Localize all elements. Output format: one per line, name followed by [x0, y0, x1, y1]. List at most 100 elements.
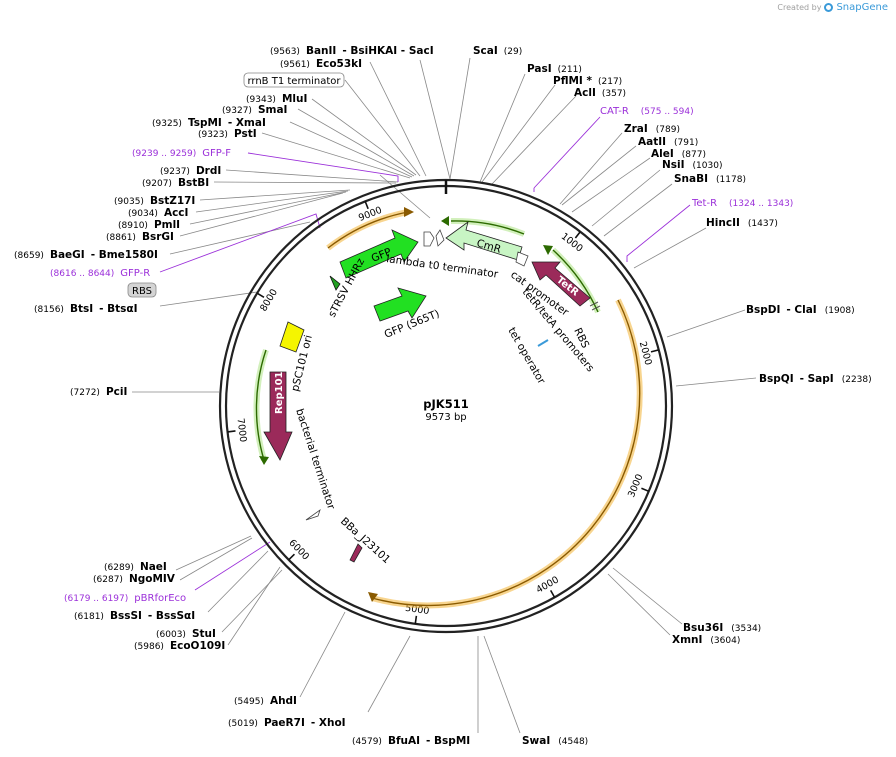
- tick-mark: [364, 201, 369, 210]
- site-acli[interactable]: AclI: [574, 87, 596, 99]
- svg-text:PflMI *(217): PflMI *(217): [553, 75, 622, 87]
- tick-label-1000: 1000: [559, 231, 585, 254]
- site-bstbi[interactable]: BstBI: [178, 177, 209, 189]
- svg-text:(8156)BtsI- BtsαI: (8156) BtsI - BtsαI: [34, 303, 138, 315]
- site-ahdi[interactable]: AhdI: [270, 695, 297, 707]
- site-snabi[interactable]: SnaBI: [674, 173, 708, 185]
- svg-text:(5986)EcoO109I: (5986) EcoO109I: [134, 640, 225, 652]
- site-bspdi[interactable]: BspDI: [746, 304, 780, 316]
- site-zrai[interactable]: ZraI: [624, 123, 648, 135]
- site-labels: (9563)BanII- BsiHKAI - SacI (9561)Eco53k…: [14, 45, 872, 747]
- primer-gfp-f[interactable]: GFP-F: [202, 148, 231, 159]
- tick-label-8000: 8000: [258, 287, 280, 313]
- site-swai[interactable]: SwaI: [522, 735, 550, 747]
- svg-text:SnaBI(1178): SnaBI(1178): [674, 173, 746, 185]
- feature-bba[interactable]: [349, 543, 363, 563]
- svg-text:(6179 .. 6197)pBRforEco: (6179 .. 6197)pBRforEco: [64, 593, 186, 604]
- rbs-boxed-label[interactable]: RBS: [127, 282, 157, 298]
- feature-rbs-marker[interactable]: [589, 301, 601, 311]
- site-bsssi-aliases: - BssSαI: [148, 610, 195, 622]
- site-pos: (6289): [104, 563, 134, 573]
- site-banii-aliases: - BsiHKAI - SacI: [342, 45, 433, 57]
- site-psti[interactable]: PstI: [234, 128, 257, 140]
- site-bstz17i[interactable]: BstZ17I: [150, 195, 195, 207]
- site-btsi[interactable]: BtsI: [70, 303, 93, 315]
- site-ecoo109i[interactable]: EcoO109I: [170, 640, 225, 652]
- site-bfuai-aliases: - BspMI: [426, 735, 470, 747]
- feature-psc101-ori[interactable]: [279, 321, 305, 353]
- site-bfuai[interactable]: BfuAI: [388, 735, 420, 747]
- site-baegi[interactable]: BaeGI: [50, 249, 85, 261]
- site-bsrgi[interactable]: BsrGI: [142, 231, 174, 243]
- site-paer7i-aliases: - XhoI: [311, 717, 346, 729]
- feature-cat-promoter[interactable]: [515, 251, 529, 267]
- site-stui[interactable]: StuI: [192, 628, 216, 640]
- site-pos: (357): [602, 89, 626, 99]
- site-acci[interactable]: AccI: [164, 207, 188, 219]
- primer-range: (9239 .. 9259): [132, 149, 196, 159]
- site-ngomiv[interactable]: NgoMIV: [129, 573, 176, 585]
- site-pos: (6181): [74, 612, 104, 622]
- svg-text:BspDI- ClaI(1908): BspDI- ClaI(1908): [746, 304, 855, 316]
- feature-tet-operator[interactable]: [537, 339, 549, 347]
- feature-lambda-terminator[interactable]: [423, 229, 445, 247]
- site-pflmi[interactable]: PflMI *: [553, 75, 592, 87]
- svg-text:(5495)AhdI: (5495) AhdI: [234, 695, 297, 707]
- feature-bact-term-arrow[interactable]: [305, 508, 321, 521]
- site-banii[interactable]: BanII: [306, 45, 336, 57]
- svg-text:(8659)BaeGI- Bme1580I: (8659)BaeGI- Bme1580I: [14, 249, 158, 261]
- site-eco53ki[interactable]: Eco53kI: [316, 58, 362, 70]
- site-pos: (6287): [93, 575, 123, 585]
- feature-bba-label: BBa_J23101: [338, 515, 393, 566]
- site-drdi[interactable]: DrdI: [196, 165, 221, 177]
- site-paer7i[interactable]: PaeR7I: [264, 717, 305, 729]
- site-pcii[interactable]: PciI: [106, 386, 127, 398]
- site-alei[interactable]: AleI: [651, 148, 674, 160]
- site-pos: (211): [558, 65, 582, 75]
- rrnb-terminator-label[interactable]: rrnB T1 terminator: [243, 72, 345, 88]
- svg-text:(6287)NgoMIV: (6287) NgoMIV: [93, 573, 176, 585]
- site-smai[interactable]: SmaI: [258, 104, 288, 116]
- site-pos: (8156): [34, 305, 64, 315]
- site-pasi[interactable]: PasI: [527, 63, 552, 75]
- site-scai[interactable]: ScaI: [473, 45, 498, 57]
- site-bsssi[interactable]: BssSI: [110, 610, 142, 622]
- feature-rep101[interactable]: Rep101: [263, 371, 293, 461]
- plasmid-name: pJK511: [423, 397, 468, 411]
- site-hincii[interactable]: HincII: [706, 217, 740, 229]
- site-pmli[interactable]: PmlI: [154, 219, 180, 231]
- tick-mark: [549, 589, 556, 598]
- site-pos: (3534): [731, 624, 761, 634]
- primer-cat-r[interactable]: CAT-R: [600, 106, 629, 117]
- primer-labels: CAT-R(575 .. 594) Tet-R(1324 .. 1343) (9…: [50, 106, 793, 604]
- site-nsii[interactable]: NsiI: [662, 159, 685, 171]
- site-pos: (4579): [352, 737, 382, 747]
- site-mlui[interactable]: MluI: [282, 93, 307, 105]
- primer-tet-r[interactable]: Tet-R: [691, 198, 717, 209]
- site-pos: (8910): [118, 221, 148, 231]
- feature-lambda-label: lambda t0 terminator: [386, 253, 500, 281]
- site-btsi-aliases: - BtsαI: [99, 303, 137, 315]
- site-bsu36i[interactable]: Bsu36I: [683, 622, 723, 634]
- primer-pbrforeco[interactable]: pBRforEco: [134, 593, 186, 604]
- site-pos: (9327): [222, 106, 252, 116]
- snapgene-logo-icon: [824, 3, 834, 12]
- credit-prefix: Created by: [777, 3, 822, 12]
- svg-text:HincII(1437): HincII(1437): [706, 217, 778, 229]
- site-pos: (2238): [842, 375, 872, 385]
- credit-brand: SnapGene: [836, 2, 888, 13]
- feature-strsv[interactable]: [329, 275, 341, 291]
- site-tspmi[interactable]: TspMI: [188, 117, 222, 129]
- svg-text:CAT-R(575 .. 594): CAT-R(575 .. 594): [600, 106, 694, 117]
- feature-gfp-s65t[interactable]: [373, 287, 427, 322]
- primer-leaders: [159, 116, 691, 591]
- primer-gfp-r[interactable]: GFP-R: [120, 268, 150, 279]
- site-aatii[interactable]: AatII: [638, 136, 666, 148]
- site-bspqi[interactable]: BspQI: [759, 373, 794, 385]
- site-naei[interactable]: NaeI: [140, 561, 167, 573]
- site-xmni[interactable]: XmnI: [672, 634, 702, 646]
- site-pos: (5986): [134, 642, 164, 652]
- feature-gfp[interactable]: GFP: [339, 229, 419, 279]
- site-pos: (5495): [234, 697, 264, 707]
